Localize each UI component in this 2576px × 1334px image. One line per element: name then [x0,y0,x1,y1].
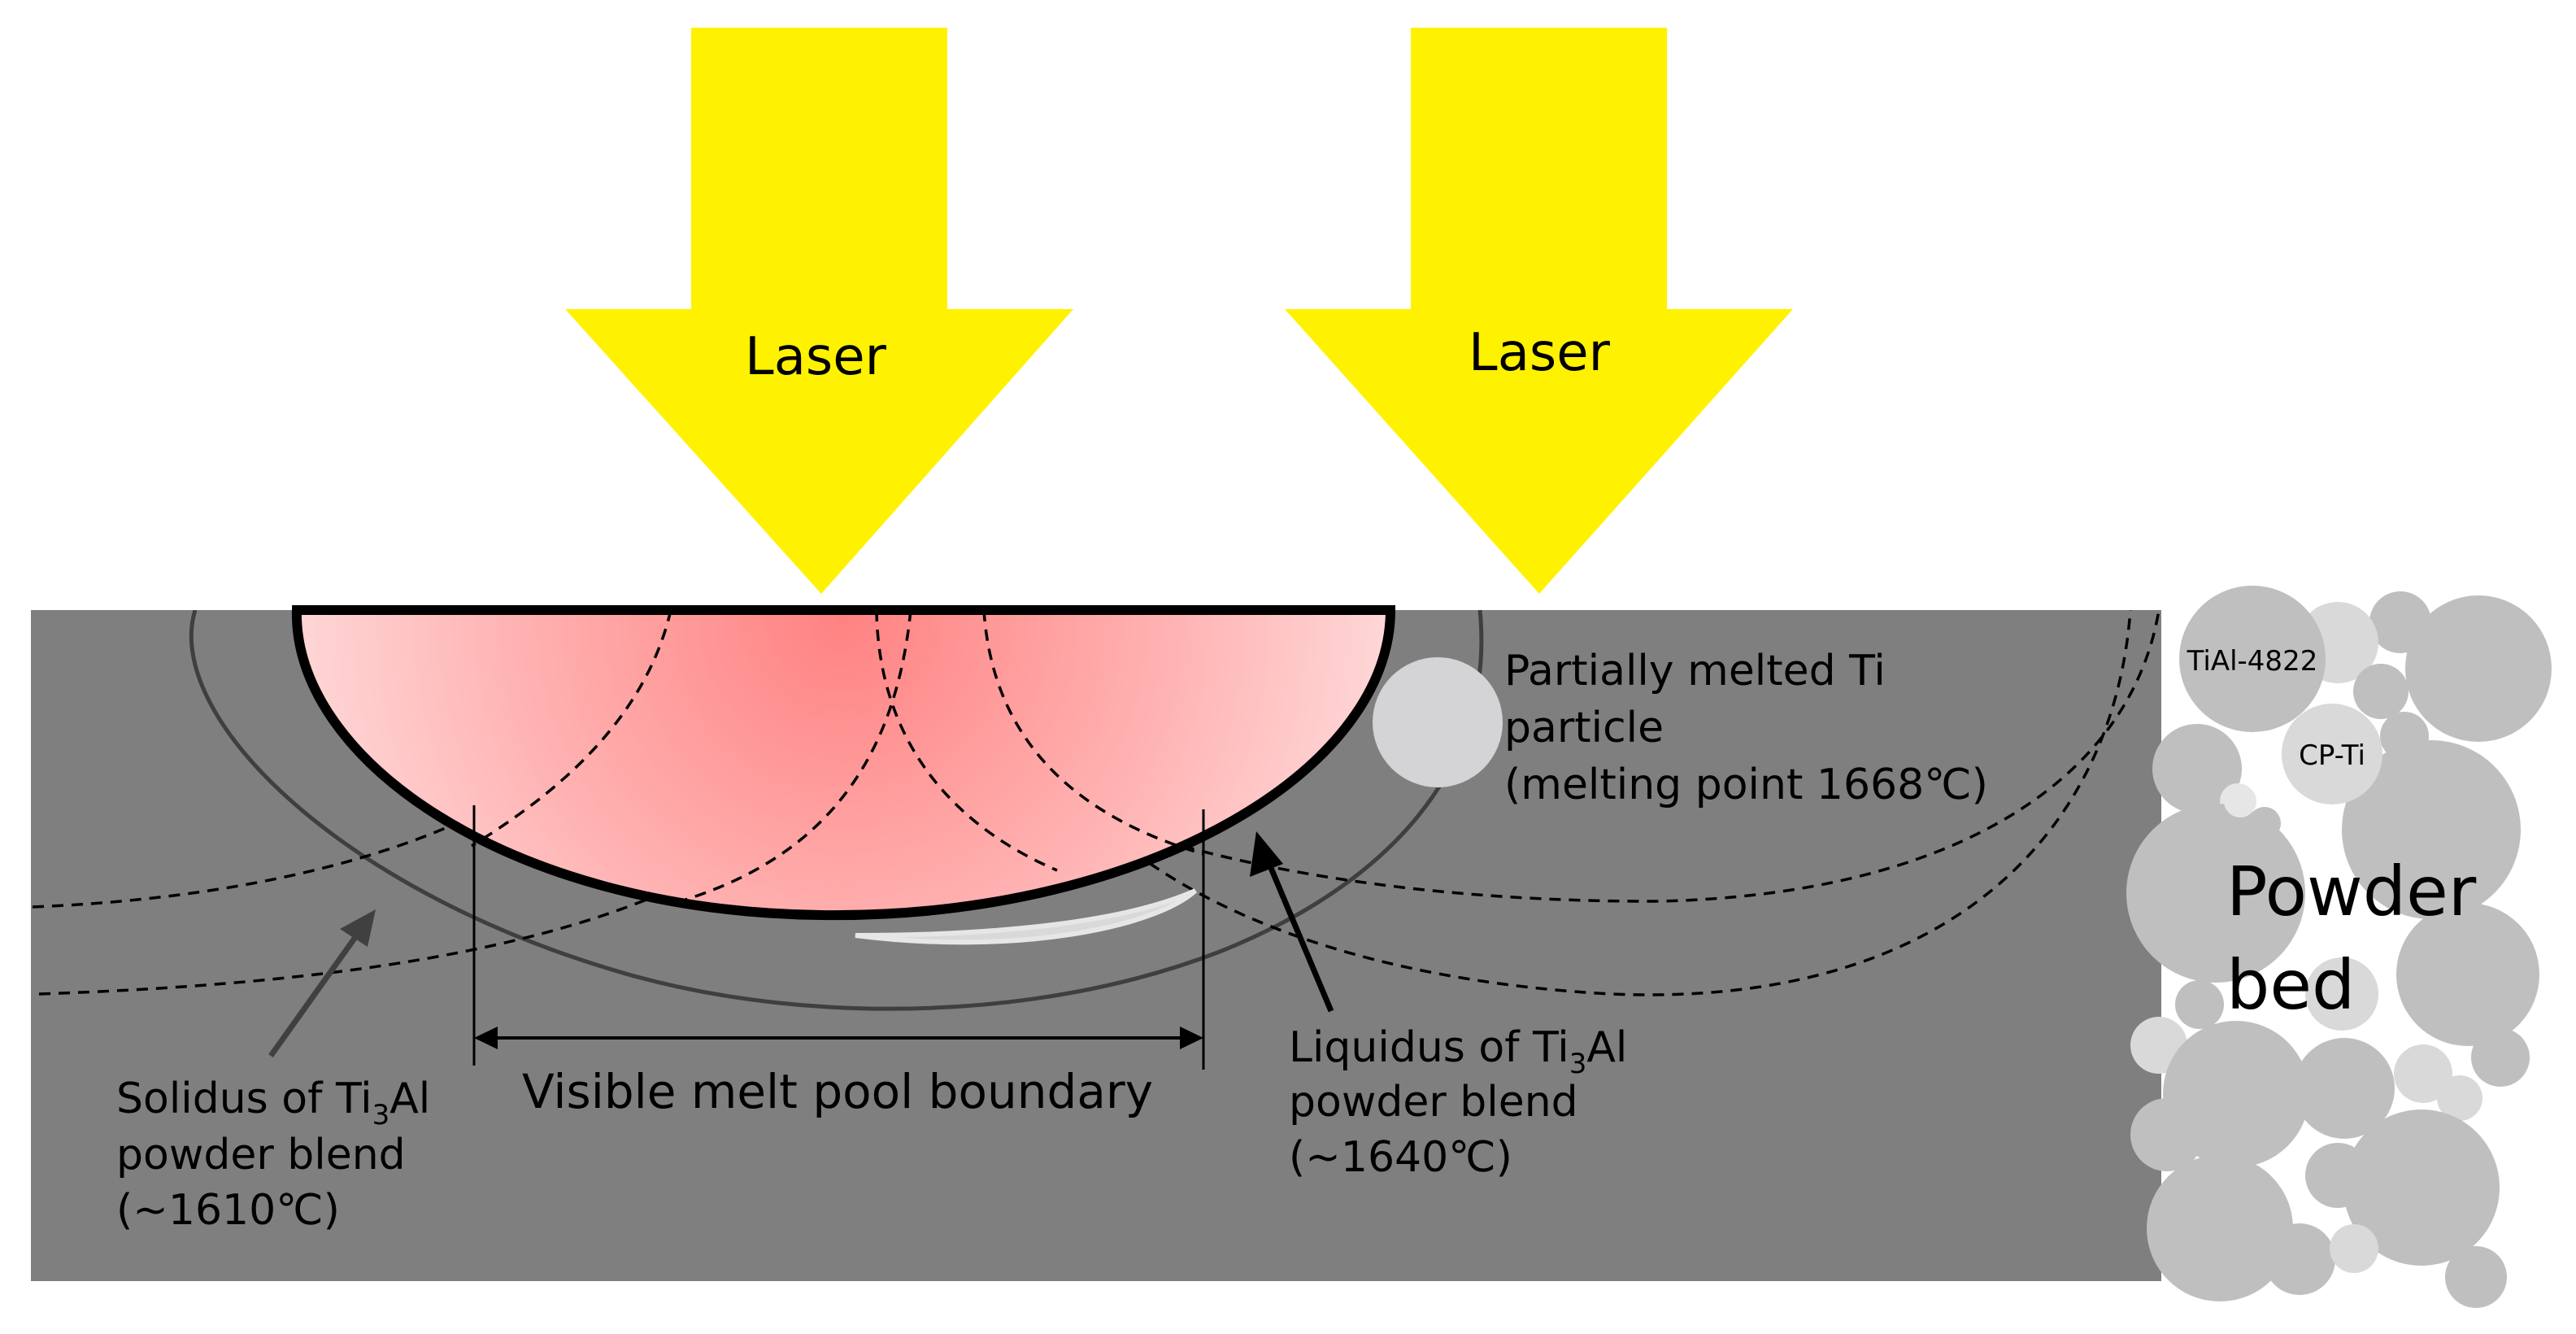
powder-particle [2152,724,2242,813]
partially-melted-line2: particle [1504,704,1664,752]
dimension-arrowhead-right [1180,1027,1203,1049]
melt-pool [291,605,1396,921]
partially-melted-line1: Partially melted Ti [1504,647,1886,695]
powder-particle [2353,664,2408,719]
powder-particle [2342,740,2521,919]
powder-particle [2264,1223,2335,1295]
laser-arrow-left [565,28,1073,594]
solidus-line1-prefix: Solidus of Ti [116,1075,372,1123]
powder-particle [2330,1224,2378,1273]
powder-bed: TiAl-4822 CP-Ti Powder bed [2126,586,2552,1308]
solidus-line1: Solidus of Ti3Al [116,1075,430,1131]
laser-label-right: Laser [1469,323,1611,383]
solidus-arrowhead [340,909,376,947]
liquidus-leader-line [1264,857,1334,1013]
liquidus-line1-suffix: Al [1586,1023,1627,1072]
isotherm-dashed-pool-mid-left [674,610,912,905]
powder-particle [2147,1155,2293,1301]
liquidus-line1-prefix: Liquidus of Ti [1289,1023,1569,1072]
isotherm-dashed-pool-left [471,610,672,848]
powder-particle [2294,1038,2395,1139]
solidus-line1-sub: 3 [372,1099,390,1131]
solidus-line1-suffix: Al [389,1075,430,1123]
powder-particle [2445,1246,2507,1308]
cp-ti-label: CP-Ti [2299,739,2365,772]
dimension-arrowhead-left [474,1027,498,1049]
partially-melted-particle [1373,657,1503,787]
liquidus-line1-sub: 3 [1569,1048,1587,1080]
isotherm-dashed-pool-mid-right [875,610,1058,872]
laser-arrow-right [1285,28,1793,594]
partially-melted-line3: (melting point 1668℃) [1504,761,1988,809]
liquidus-arrowhead [1250,831,1283,877]
powder-particle [2471,1028,2530,1087]
liquidus-line1: Liquidus of Ti3Al [1289,1023,1627,1080]
powder-bed-label-line2: bed [2226,945,2355,1025]
tial-4822-particle [2179,586,2326,732]
powder-particle [2437,1075,2482,1121]
solidus-outer-contour [189,610,1484,1011]
partially-melted-annotation: Partially melted Ti particle (melting po… [1504,647,1988,809]
powder-particle [2224,785,2256,817]
liquidus-annotation: Liquidus of Ti3Al powder blend (~1640℃) [1289,1023,1627,1182]
solidified-sliver [855,888,1198,945]
cp-ti-particle [2282,704,2382,804]
powder-particle [2396,903,2539,1046]
solidus-line2: powder blend [116,1131,406,1179]
powder-particle [2126,804,2305,983]
powder-particle [2343,1109,2500,1266]
powder-particle [2175,980,2224,1029]
isotherm-dashed-pool-right [982,610,1204,856]
solidus-line3: (~1610℃) [116,1186,340,1235]
powder-particle [2305,957,2378,1031]
powder-bed-label-line1: Powder [2226,852,2477,931]
liquidus-line3: (~1640℃) [1289,1133,1512,1182]
powder-particle [2405,595,2552,742]
melt-pool-boundary-label: Visible melt pool boundary [522,1064,1153,1119]
solidus-annotation: Solidus of Ti3Al powder blend (~1610℃) [116,1075,430,1235]
tial-4822-label: TiAl-4822 [2187,645,2318,678]
powder-particle [2369,591,2431,653]
solidus-leader-line [268,931,360,1058]
liquidus-line2: powder blend [1289,1078,1578,1127]
powder-particle [2130,1098,2204,1171]
powder-particle [2394,1044,2452,1103]
laser-label-left: Laser [745,327,887,387]
